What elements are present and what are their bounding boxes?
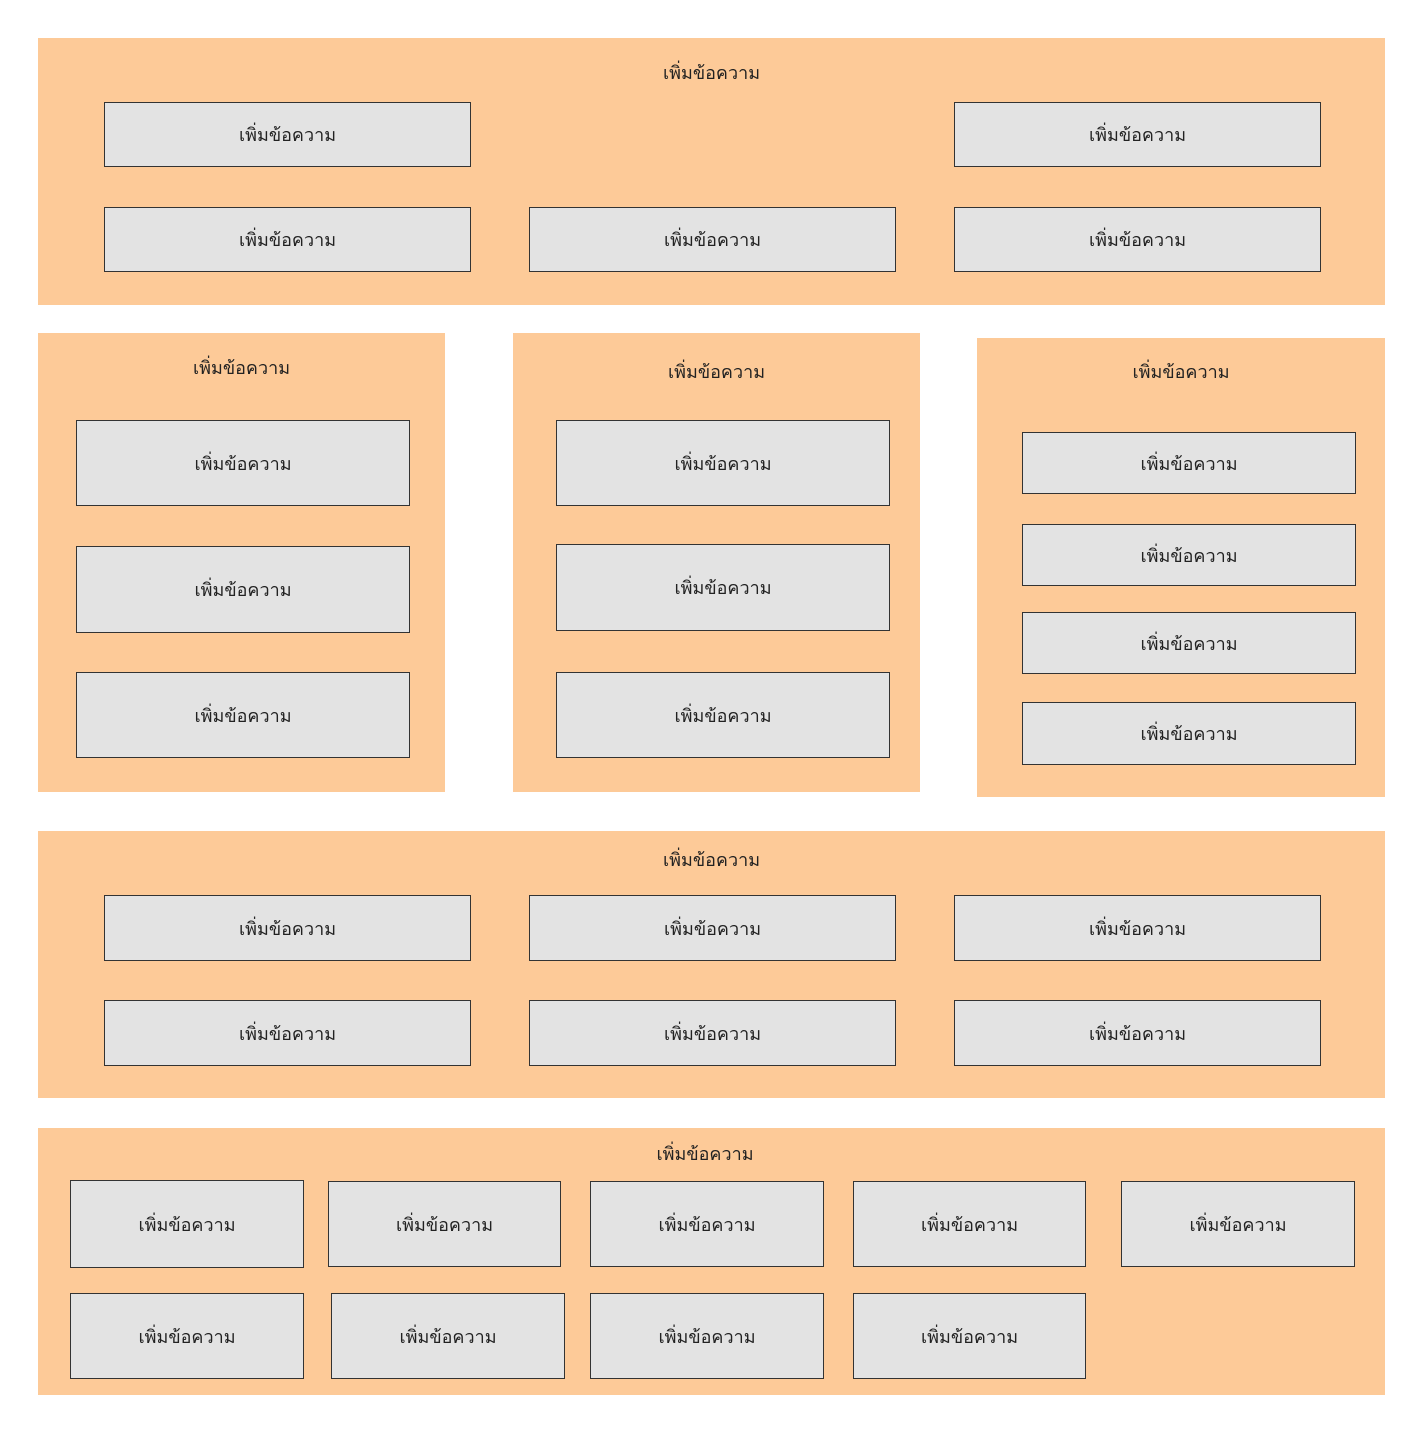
group-left-column: เพิ่มข้อความ เพิ่มข้อความ เพิ่มข้อความ เ… [38, 333, 445, 792]
text-box[interactable]: เพิ่มข้อความ [853, 1181, 1086, 1267]
text-box[interactable]: เพิ่มข้อความ [104, 895, 471, 961]
group-title: เพิ่มข้อความ [662, 850, 761, 871]
group-title: เพิ่มข้อความ [667, 362, 766, 383]
text-box[interactable]: เพิ่มข้อความ [331, 1293, 565, 1379]
group-middle-column: เพิ่มข้อความ เพิ่มข้อความ เพิ่มข้อความ เ… [513, 333, 920, 792]
text-box[interactable]: เพิ่มข้อความ [76, 420, 410, 506]
text-box[interactable]: เพิ่มข้อความ [1022, 524, 1356, 586]
text-box[interactable]: เพิ่มข้อความ [1022, 702, 1356, 765]
group-right-column: เพิ่มข้อความ เพิ่มข้อความ เพิ่มข้อความ เ… [977, 338, 1385, 797]
text-box[interactable]: เพิ่มข้อความ [529, 895, 896, 961]
text-box[interactable]: เพิ่มข้อความ [556, 420, 890, 506]
text-box[interactable]: เพิ่มข้อความ [954, 207, 1321, 272]
text-box[interactable]: เพิ่มข้อความ [76, 672, 410, 758]
text-box[interactable]: เพิ่มข้อความ [76, 546, 410, 633]
group-top: เพิ่มข้อความ เพิ่มข้อความ เพิ่มข้อความ เ… [38, 38, 1385, 305]
group-middle-banner: เพิ่มข้อความ เพิ่มข้อความ เพิ่มข้อความ เ… [38, 831, 1385, 1098]
group-title: เพิ่มข้อความ [1132, 362, 1230, 383]
text-box[interactable]: เพิ่มข้อความ [104, 102, 471, 167]
text-box[interactable]: เพิ่มข้อความ [104, 1000, 471, 1066]
group-bottom-banner: เพิ่มข้อความ เพิ่มข้อความ เพิ่มข้อความ เ… [38, 1128, 1385, 1395]
text-box[interactable]: เพิ่มข้อความ [590, 1181, 824, 1267]
text-box[interactable]: เพิ่มข้อความ [328, 1181, 561, 1267]
group-title: เพิ่มข้อความ [656, 1144, 754, 1165]
text-box[interactable]: เพิ่มข้อความ [556, 544, 890, 631]
group-title: เพิ่มข้อความ [662, 63, 761, 84]
text-box[interactable]: เพิ่มข้อความ [104, 207, 471, 272]
text-box[interactable]: เพิ่มข้อความ [70, 1293, 304, 1379]
text-box[interactable]: เพิ่มข้อความ [590, 1293, 824, 1379]
text-box[interactable]: เพิ่มข้อความ [529, 207, 896, 272]
text-box[interactable]: เพิ่มข้อความ [556, 672, 890, 758]
text-box[interactable]: เพิ่มข้อความ [1022, 432, 1356, 494]
text-box[interactable]: เพิ่มข้อความ [853, 1293, 1086, 1379]
text-box[interactable]: เพิ่มข้อความ [954, 1000, 1321, 1066]
text-box[interactable]: เพิ่มข้อความ [954, 895, 1321, 961]
group-title: เพิ่มข้อความ [192, 358, 291, 379]
text-box[interactable]: เพิ่มข้อความ [954, 102, 1321, 167]
text-box[interactable]: เพิ่มข้อความ [529, 1000, 896, 1066]
text-box[interactable]: เพิ่มข้อความ [1022, 612, 1356, 674]
text-box[interactable]: เพิ่มข้อความ [1121, 1181, 1355, 1267]
text-box[interactable]: เพิ่มข้อความ [70, 1180, 304, 1268]
